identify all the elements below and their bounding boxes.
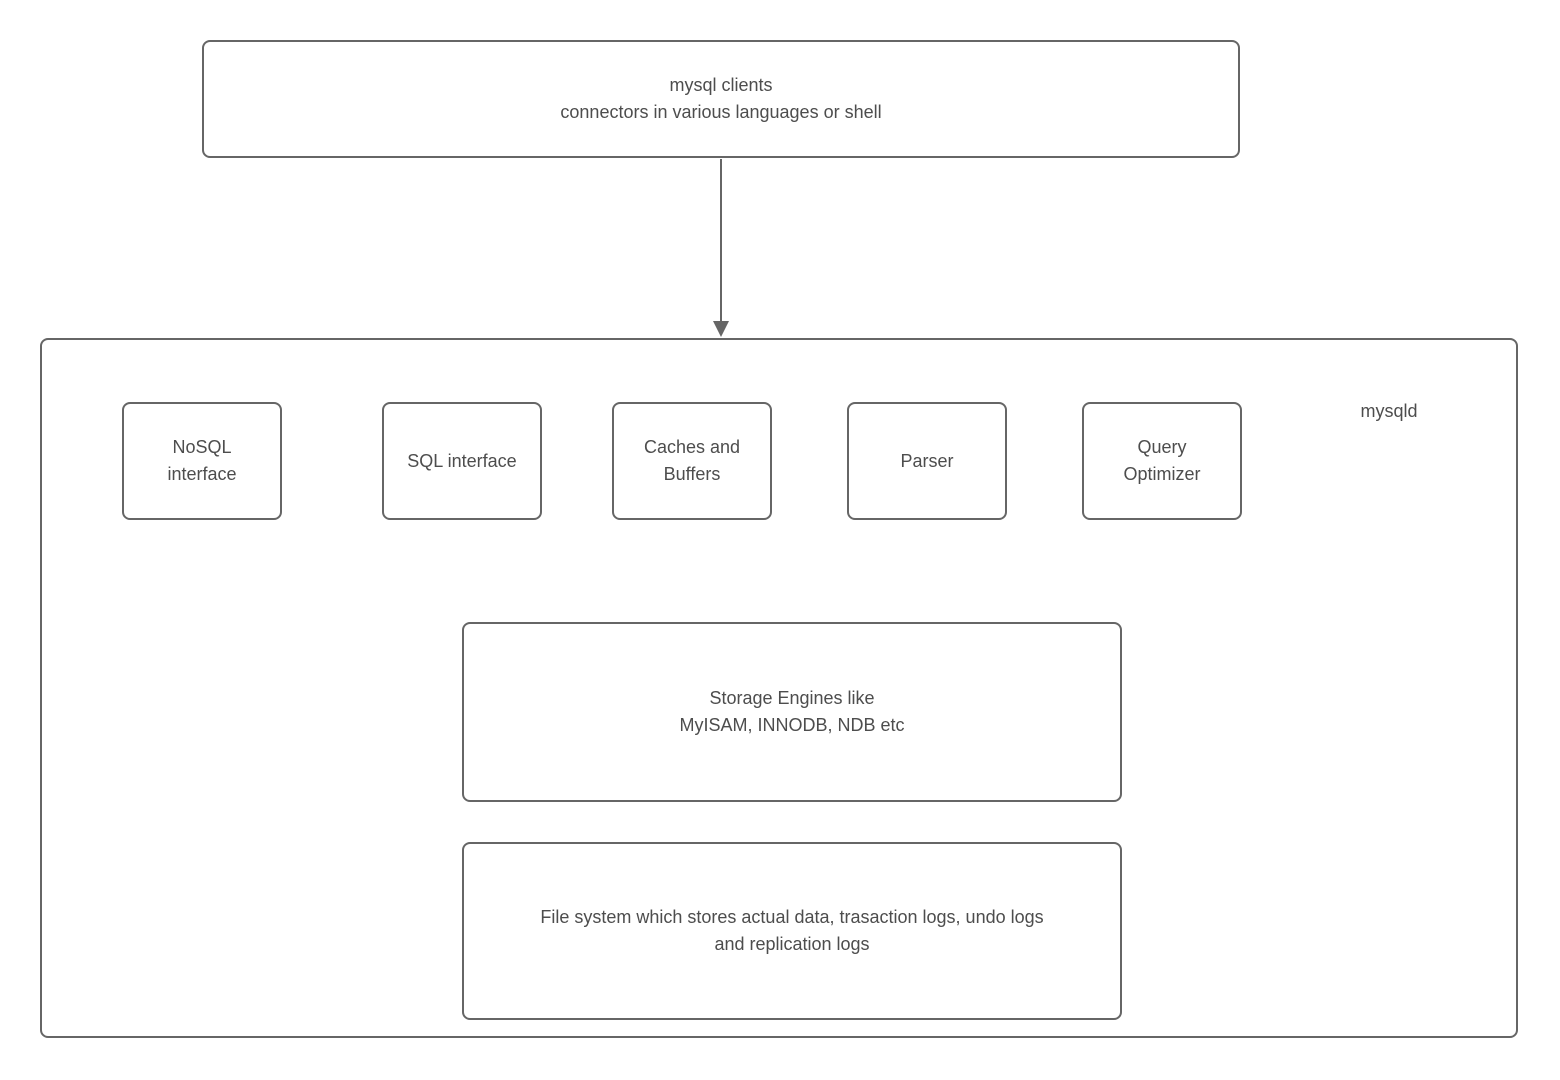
file-system-label: File system which stores actual data, tr…	[540, 907, 1044, 954]
component-box-nosql-interface: NoSQL interface	[122, 402, 282, 520]
component-box-caches-and-buffers: Caches and Buffers	[612, 402, 772, 520]
file-system-box: File system which stores actual data, tr…	[462, 842, 1122, 1020]
mysqld-server-box: mysqld NoSQL interface SQL interface Cac…	[40, 338, 1518, 1038]
component-box-sql-interface: SQL interface	[382, 402, 542, 520]
clients-box-label: mysql clients connectors in various lang…	[560, 75, 882, 122]
arrow-down-icon	[713, 321, 729, 337]
clients-box: mysql clients connectors in various lang…	[202, 40, 1240, 158]
sql-interface-label: SQL interface	[407, 450, 517, 471]
nosql-interface-label: NoSQL interface	[167, 437, 237, 484]
clients-to-mysqld-arrow-line	[720, 159, 722, 326]
component-box-parser: Parser	[847, 402, 1007, 520]
caches-and-buffers-label: Caches and Buffers	[643, 437, 741, 484]
mysqld-label: mysqld	[1360, 401, 1418, 421]
storage-engines-label: Storage Engines like MyISAM, INNODB, NDB…	[679, 688, 905, 735]
component-box-query-optimizer: Query Optimizer	[1082, 402, 1242, 520]
parser-label: Parser	[900, 450, 954, 471]
storage-engines-box: Storage Engines like MyISAM, INNODB, NDB…	[462, 622, 1122, 802]
query-optimizer-label: Query Optimizer	[1123, 437, 1201, 484]
